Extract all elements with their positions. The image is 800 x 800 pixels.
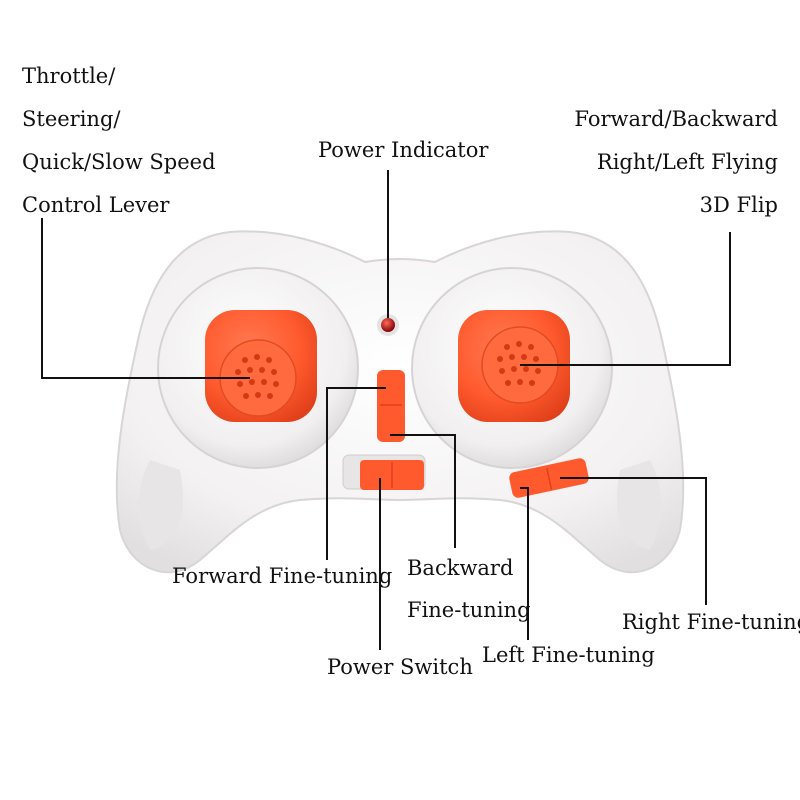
label-throttle-line2: Steering/ [22, 107, 121, 131]
label-backward-line2: Fine-tuning [407, 598, 531, 622]
led-indicator-icon [377, 314, 399, 336]
label-right-stick-line3: 3D Flip [699, 193, 778, 217]
leader-forward-finetune [326, 387, 386, 560]
label-forward-finetune: Forward Fine-tuning [172, 564, 393, 588]
forward-backward-trim-button[interactable] [377, 370, 405, 442]
label-right-finetune: Right Fine-tuning [622, 610, 800, 634]
label-power-switch: Power Switch [327, 655, 473, 679]
left-grip-shade [138, 460, 184, 550]
label-throttle-line3: Quick/Slow Speed [22, 150, 216, 174]
right-grip-shade [616, 460, 662, 550]
label-throttle-line1: Throttle/ [22, 64, 116, 88]
label-power-indicator: Power Indicator [318, 138, 489, 162]
leader-throttle [41, 218, 250, 379]
label-throttle-line4: Control Lever [22, 193, 170, 217]
label-right-stick-line2: Right/Left Flying [596, 150, 778, 174]
left-right-trim-button[interactable] [508, 457, 590, 499]
leader-left-finetune [520, 487, 529, 640]
power-switch[interactable] [342, 454, 426, 490]
leader-backward-finetune [390, 434, 456, 548]
label-right-stick-line1: Forward/Backward [574, 107, 778, 131]
joystick-pad-icon[interactable] [205, 310, 317, 422]
label-left-finetune: Left Fine-tuning [482, 643, 655, 667]
label-backward-line1: Backward [407, 556, 514, 580]
leader-lines [41, 170, 731, 650]
leader-right-finetune [560, 477, 707, 605]
leader-right-stick [520, 232, 731, 366]
